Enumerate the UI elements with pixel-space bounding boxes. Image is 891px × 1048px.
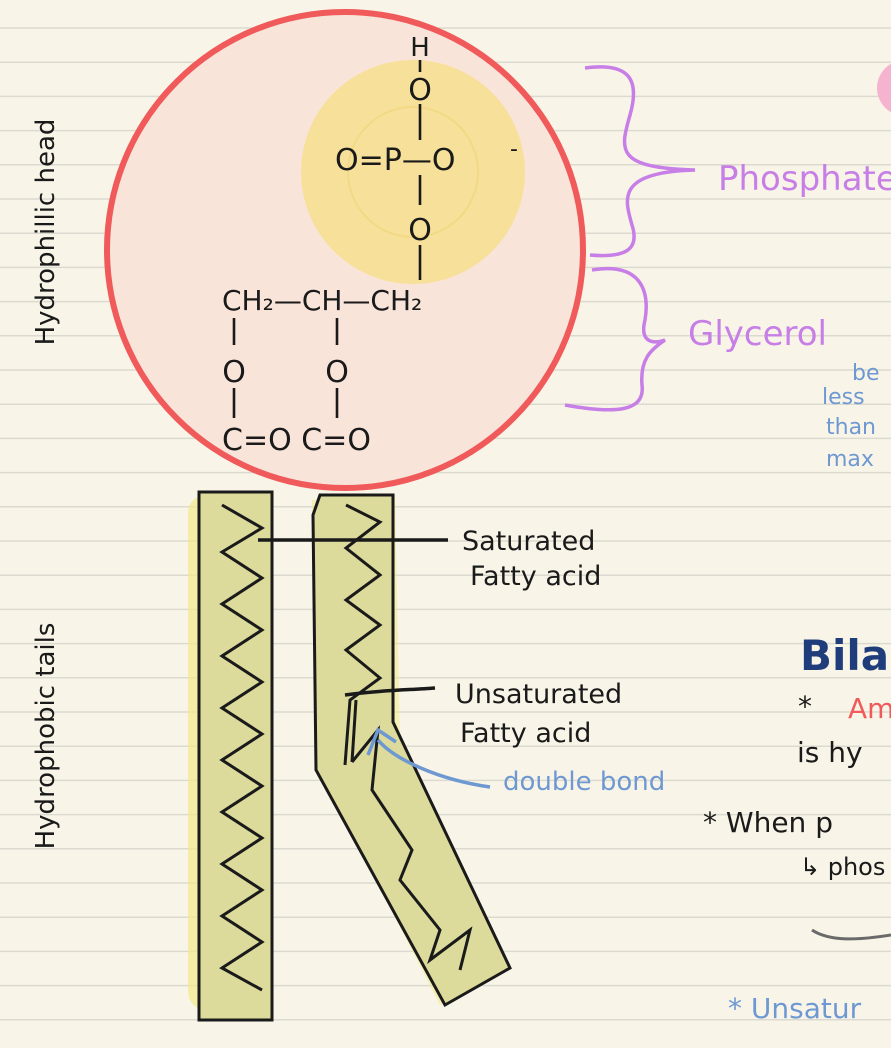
saturated-zigzag [219,503,265,992]
note-is-hy: is hy [797,736,863,769]
saturated-label-line2: Fatty acid [470,561,601,592]
phosphate-highlight [301,60,525,284]
phosphate-label: Phosphate [718,159,891,199]
note-max: max [826,447,874,472]
unsaturated-pointer-line [344,686,436,697]
phosphate-group: O=P—O [335,143,455,178]
saturated-label-line1: Saturated [462,526,595,557]
unsaturated-zigzag-lower [350,725,473,971]
note-when-p: * When p [703,806,833,839]
double-bond-label: double bond [503,767,665,797]
note-be: be [852,361,880,386]
note-phos: ↳ phos [800,853,885,881]
note-am-star: * [798,690,812,723]
phosphate-highlight-ring [347,106,479,238]
oxygen-top: O [408,73,432,108]
hydrophobic-tails-label: Hydrophobic tails [31,623,61,850]
phosphate-brace [584,65,696,258]
unsaturated-label-line1: Unsaturated [455,679,622,710]
glycerol-brace [564,266,666,412]
double-bond-arrowhead [366,727,397,756]
bond-lines [232,60,422,418]
hydrogen-atom: H [410,33,430,63]
oxygen-charge: - [510,137,518,162]
double-bond-line [350,699,358,763]
phos-underline [811,928,891,941]
oxygen-right: O [325,355,349,390]
oxygen-middle: O [408,213,432,248]
hydrophilic-head-label: Hydrophillic head [31,119,61,346]
note-less: less [822,385,865,410]
note-am: Am [848,692,891,725]
bilayer-heading: Bila [800,631,889,680]
glycerol-backbone: CH₂—CH—CH₂ [222,284,422,317]
oxygen-left: O [222,355,246,390]
unsaturated-label-line2: Fatty acid [460,718,591,749]
unsaturated-zigzag-upper [343,503,383,766]
pink-highlight-blob [877,63,891,113]
double-bond-arrow [376,738,491,789]
note-unsatur: * Unsatur [728,992,862,1025]
unsaturated-tail [311,493,512,1008]
note-than: than [826,415,876,440]
carbonyl-groups: C=O C=O [222,423,371,458]
glycerol-label: Glycerol [688,314,827,354]
